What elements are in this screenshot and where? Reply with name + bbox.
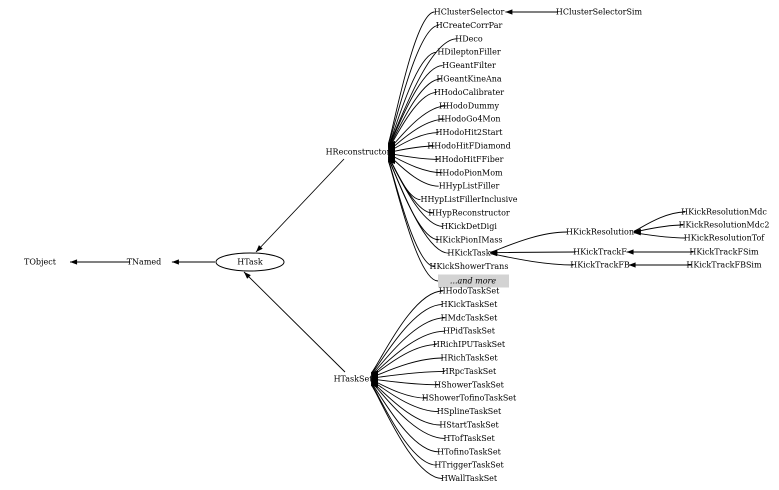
child-node-hwalltaskset: HWallTaskSet (441, 474, 498, 483)
child-node-hhodohit2start: HHodoHit2Start (435, 128, 503, 137)
child-node-hsplinetaskset: HSplineTaskSet (437, 407, 502, 416)
child-node-hhodopionmom: HHodoPionMom (435, 168, 503, 177)
child-node-htoftaskset: HTofTaskSet (443, 434, 495, 443)
edge-hhodotaskset-to-htaskset (370, 290, 443, 374)
child-node-hkicktrackf: HKickTrackF (573, 248, 627, 257)
child-node-hhypreconstructor: HHypReconstructor (428, 209, 510, 218)
child-node-hclusterselector: HClusterSelector (434, 8, 505, 17)
edge-hhodocalibrater-to-hreconstructor (387, 91, 437, 150)
child-node-hshowertaskset: HShowerTaskSet (434, 380, 504, 389)
edge-hhypreconstructor-to-hreconstructor (387, 156, 433, 214)
edge-to-tnamed-arrowhead (171, 259, 179, 265)
child-node-hkickresolutionmdc: HKickResolutionMdc (681, 208, 767, 217)
edge-htriggertaskset-to-htaskset (370, 383, 437, 466)
child-node-hkickshowertrans: HKickShowerTrans (430, 262, 509, 271)
edge-to-tobject-arrowhead (70, 259, 78, 265)
edge-htaskset-to-root-arrowhead (244, 272, 251, 279)
edge-hgeantfilter-to-hreconstructor (387, 65, 443, 148)
edge-hclusterselector-to-hreconstructor (387, 11, 435, 144)
edge-hkicktrackfsim-to-hkicktrackf-arrowhead (626, 249, 634, 255)
child-node-hstarttaskset: HStartTaskSet (439, 421, 499, 430)
child-node-hrichtaskset: HRichTaskSet (440, 354, 498, 363)
group-node-htaskset: HTaskSet (334, 375, 374, 384)
edge-hreconstructor-to-root (255, 158, 345, 253)
child-node-hkicktrackfb: HKickTrackFB (570, 261, 630, 270)
edge-hhodohit2start-to-hreconstructor (387, 132, 439, 152)
child-node-hkicktask: HKickTask (447, 249, 490, 258)
edge-hhodogo4mon-to-hreconstructor (387, 118, 445, 152)
edge-more-to-hreconstructor-arrowhead (388, 158, 395, 165)
edge-hwalltaskset-to-htaskset-arrowhead (371, 382, 378, 388)
edge-hshowertaskset-to-htaskset (370, 378, 439, 386)
child-node-htriggertaskset: HTriggerTaskSet (434, 461, 504, 470)
child-node-hdeco: HDeco (455, 34, 483, 43)
child-node-hmdctaskset: HMdcTaskSet (441, 313, 498, 322)
edge-hkickresolutiontof-to-hkickresolution-arrowhead (633, 230, 641, 236)
edge-hhodohitffiber-to-hreconstructor (387, 152, 439, 160)
edge-hkickshowertrans-to-hreconstructor (387, 160, 435, 268)
root-node-ellipse (215, 252, 285, 272)
edge-hcreatecorrpar-to-hreconstructor (387, 24, 439, 145)
nodes-layer: HTask TNamed TObject HReconstructor HCluster… (24, 8, 769, 484)
child-node-hhyplistfiller: HHypListFiller (439, 182, 500, 191)
root-node-htask: HTask (237, 258, 263, 267)
child-node-hcreatecorrpar: HCreateCorrPar (436, 21, 503, 30)
ancestor-node-tnamed: TNamed (127, 258, 162, 267)
edge-hkicktask-to-hreconstructor (387, 159, 449, 254)
child-node-hshowertofinotaskset: HShowerTofinoTaskSet (422, 394, 517, 403)
edge-hpidtaskset-to-htaskset (370, 330, 445, 376)
group-node-hreconstructor: HReconstructor (326, 148, 391, 157)
child-node-hhodogo4mon: HHodoGo4Mon (437, 115, 500, 124)
child-node-hkickpionimass: HKickPionIMass (435, 235, 502, 244)
edge-hkicktrackf-to-hkicktask (490, 251, 576, 254)
edge-hrichtaskset-to-htaskset (370, 357, 443, 378)
child-node-hhodohitffiber: HHodoHitFFiber (435, 155, 504, 164)
edge-hkicktrackfb-to-hkicktask-arrowhead (490, 251, 498, 257)
child-node-hpidtaskset: HPidTaskSet (443, 327, 496, 336)
child-node-hgeantkineana: HGeantKineAna (436, 75, 502, 84)
child-node-hhodohitfdiamond: HHodoHitFDiamond (427, 142, 510, 151)
child-node-hkickresolutionmdc2: HKickResolutionMdc2 (679, 221, 770, 230)
child-node-hhodotaskset: HHodoTaskSet (439, 287, 500, 296)
edge-hclusterselectorsim-to-hclusterselector-arrowhead (505, 9, 513, 15)
child-node-hrichiputaskset: HRichIPUTaskSet (433, 340, 506, 349)
edges-layer (70, 9, 694, 480)
child-node-hhodocalibrater: HHodoCalibrater (434, 88, 504, 97)
edge-hdileptonfiller-to-hreconstructor (387, 51, 437, 147)
edge-hwalltaskset-to-htaskset (370, 384, 443, 480)
child-node-htofinotaskset: HTofinoTaskSet (437, 447, 501, 456)
edge-hhododummy-to-hreconstructor (387, 105, 447, 151)
ancestor-node-tobject: TObject (24, 258, 57, 267)
child-node-hdileptonfiller: HDileptonFiller (437, 48, 501, 57)
edge-hkickresolutionmdc-to-hkickresolution (633, 211, 686, 232)
child-node-hclusterselectorsim: HClusterSelectorSim (556, 8, 643, 17)
child-node-hkickresolutiontof: HKickResolutionTof (684, 234, 766, 243)
edge-hrichiputaskset-to-htaskset (370, 344, 437, 377)
more-children-box[interactable] (438, 274, 509, 288)
child-node-hkicktrackfbsim: HKickTrackFBSim (686, 261, 762, 270)
edge-hreconstructor-to-root-arrowhead (256, 245, 263, 252)
child-node-hkicktrackfsim: HKickTrackFSim (689, 248, 759, 257)
edge-more-to-hreconstructor (387, 161, 439, 282)
edge-hkicktaskset-to-htaskset (370, 303, 443, 375)
edge-hgeantkineana-to-hreconstructor (387, 78, 441, 149)
child-node-hkickresolution: HKickResolution (566, 228, 634, 237)
child-node-hkicktaskset: HKickTaskSet (441, 300, 498, 309)
edge-hkickresolutionmdc2-to-hkickresolution (633, 224, 684, 233)
child-node-hhyplistfillerinclusive: HHypListFillerInclusive (421, 195, 518, 204)
edge-hkickresolutiontof-to-hkickresolution (633, 232, 686, 239)
edge-hmdctaskset-to-htaskset (370, 317, 445, 375)
child-node-hgeantfilter: HGeantFilter (442, 61, 496, 70)
more-children-label: ...and more (450, 277, 496, 286)
edge-hkicktrackfbsim-to-hkicktrackfb-arrowhead (628, 262, 636, 268)
child-node-hkickdetdigi: HKickDetDigi (441, 222, 497, 231)
child-node-hrpctaskset: HRpcTaskSet (442, 367, 497, 376)
child-node-hhododummy: HHodoDummy (439, 101, 499, 110)
edge-hrpctaskset-to-htaskset (370, 370, 445, 379)
edge-htaskset-to-root (243, 271, 346, 373)
